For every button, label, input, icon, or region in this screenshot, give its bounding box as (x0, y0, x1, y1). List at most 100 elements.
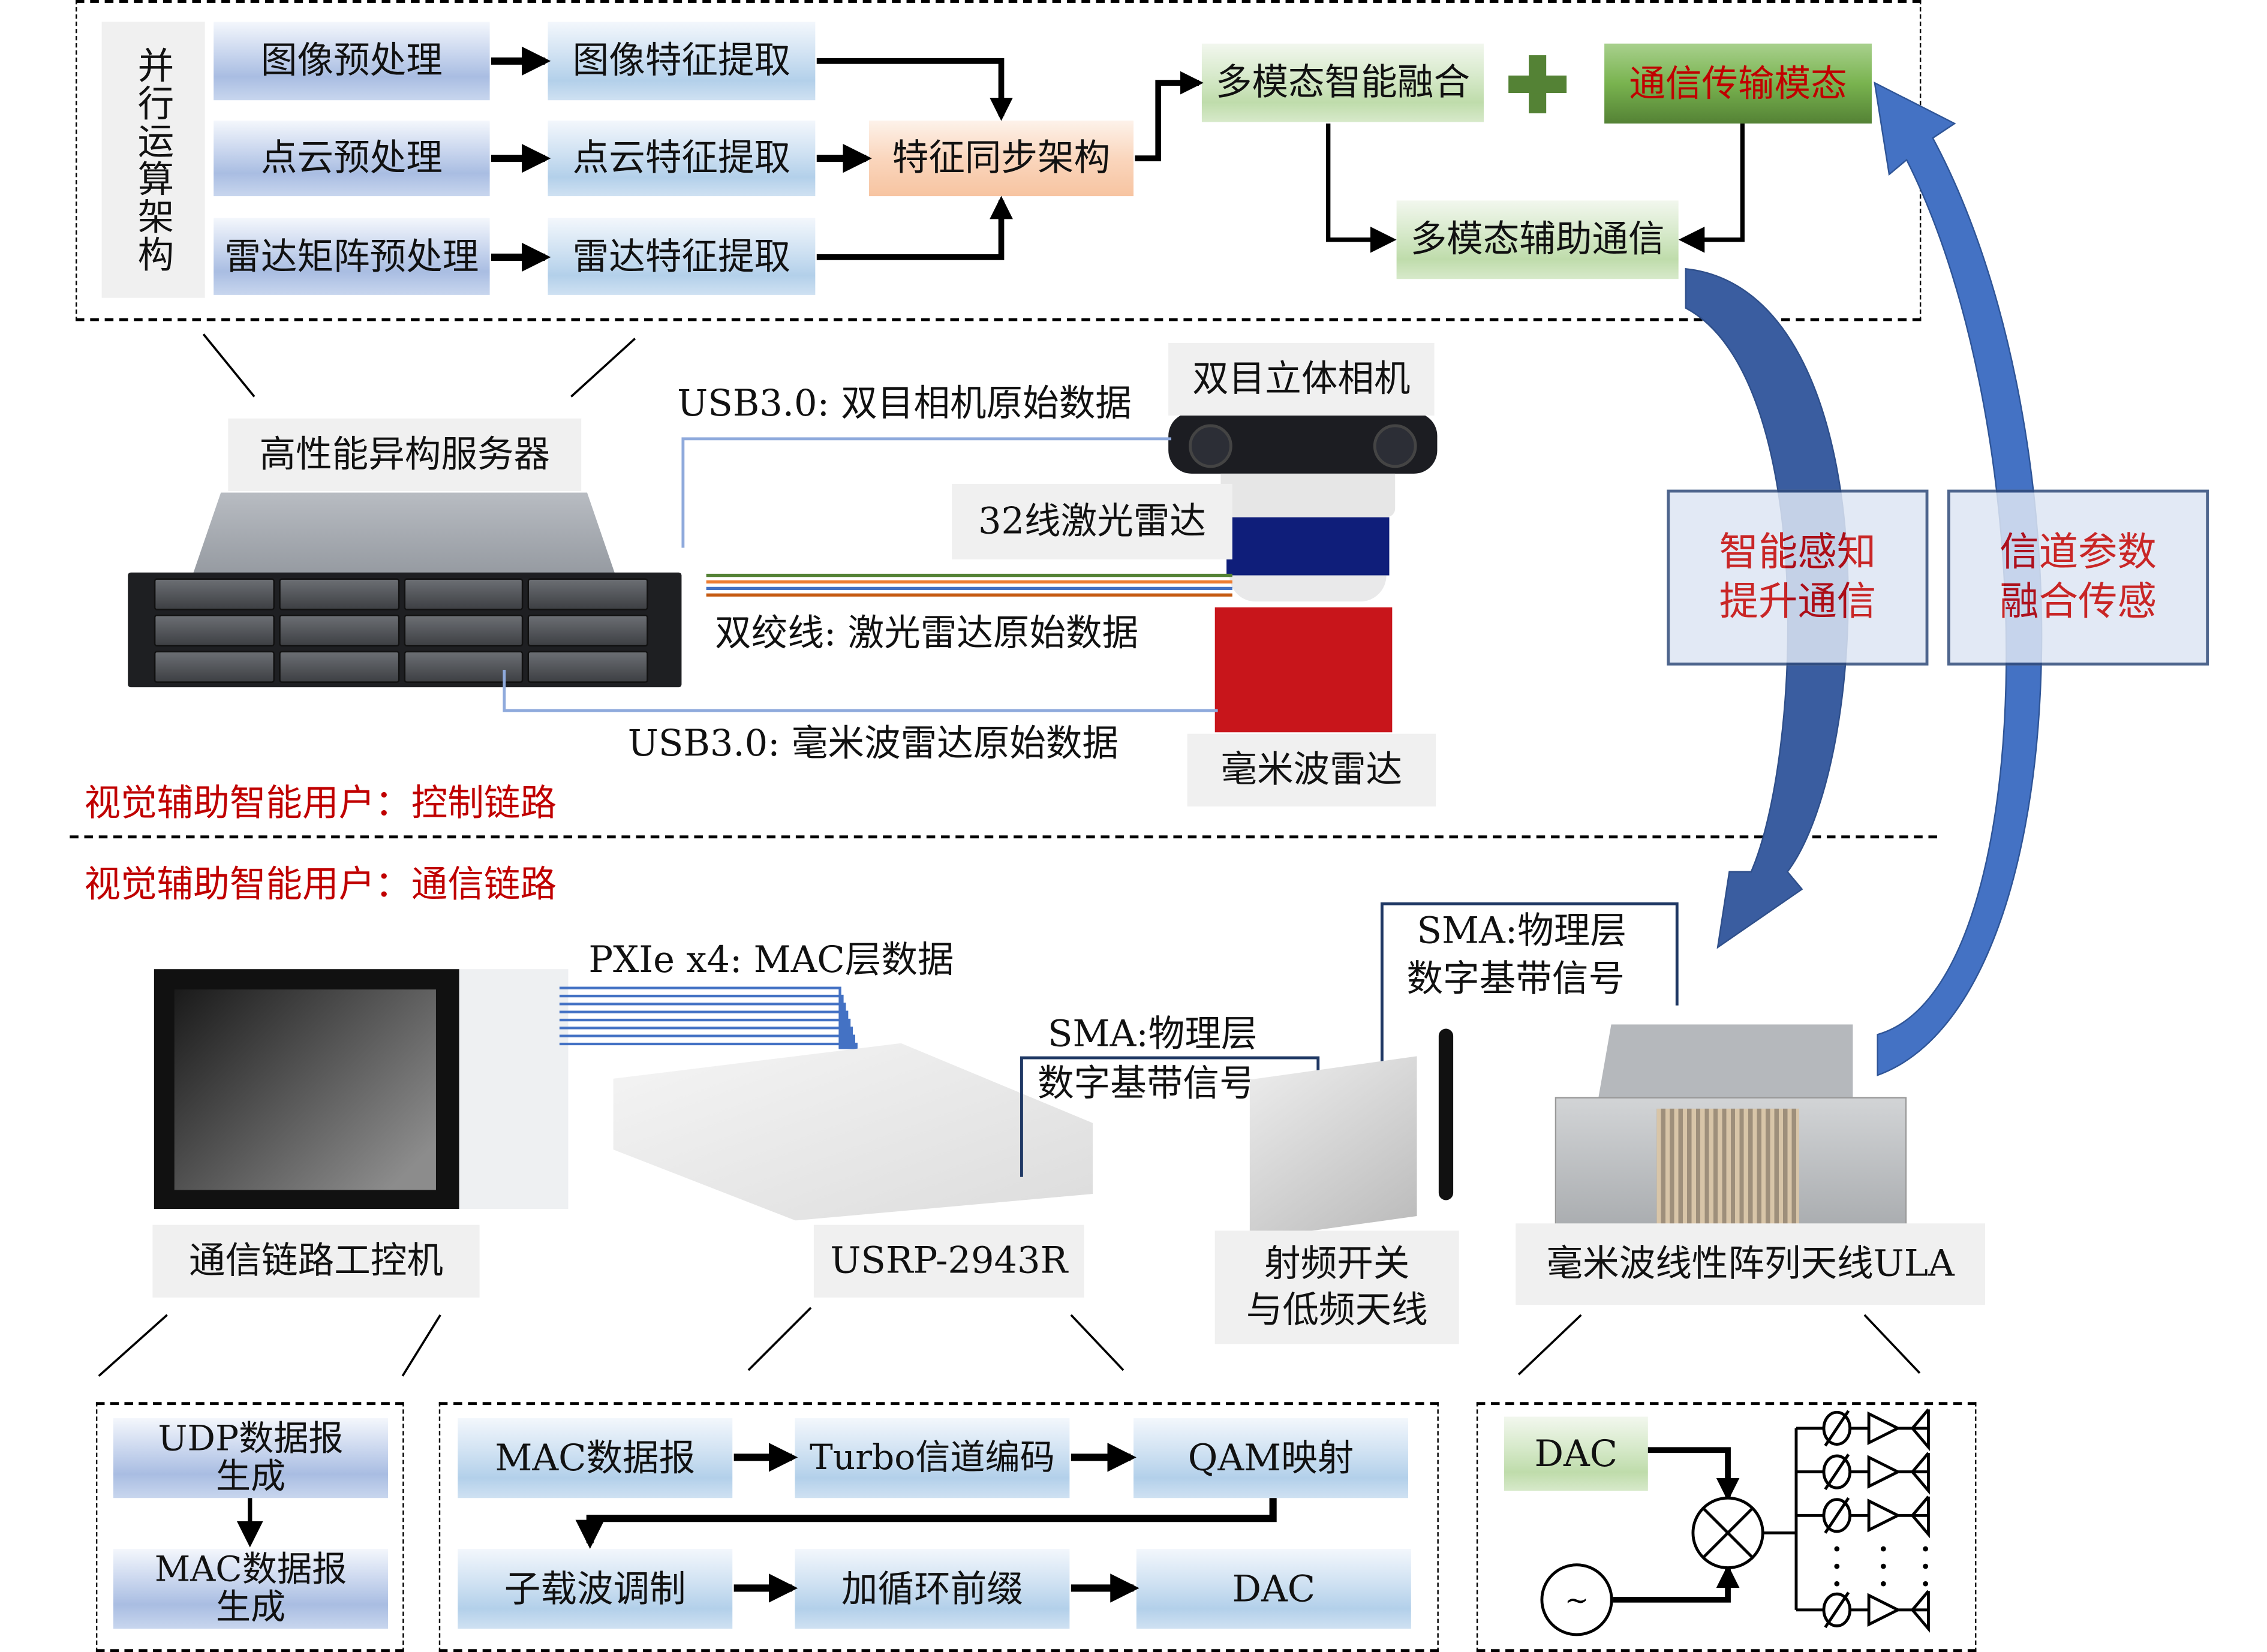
amplifier-icon (1867, 1455, 1901, 1489)
rf-chain (1796, 1408, 1930, 1452)
ellipsis-dot (1923, 1546, 1928, 1552)
arrow (1678, 123, 1745, 253)
mac-datagram-gen-box: MAC数据报 生成 (113, 1549, 388, 1629)
antenna-icon (1910, 1590, 1930, 1633)
mac-datagram-box: MAC数据报 (458, 1418, 733, 1498)
usrp-dac-box: DAC (1136, 1549, 1411, 1629)
assisted-comm-box: 多模态辅助通信 (1396, 200, 1679, 279)
qam-mapping-box: QAM映射 (1134, 1418, 1408, 1498)
radar-matrix-preprocess-box: 雷达矩阵预处理 (214, 218, 490, 295)
perception-to-comm-arrow (1685, 267, 1849, 949)
arrow (816, 58, 1013, 121)
sma-link-1-line2: 数字基带信号 (1038, 1062, 1256, 1105)
ellipsis-dot (1880, 1563, 1886, 1569)
ellipsis-dot (1834, 1563, 1840, 1569)
perception-improves-comm-box: 智能感知 提升通信 (1667, 489, 1929, 666)
antenna-icon (1910, 1408, 1930, 1452)
rf-switch-label-line2: 与低频天线 (1246, 1289, 1428, 1331)
amplifier-icon (1867, 1498, 1901, 1533)
ellipsis-dot (1923, 1581, 1928, 1587)
mmwave-radar-image (1214, 607, 1393, 733)
drive-bay (154, 614, 275, 647)
drive-bay (528, 614, 648, 647)
ula-label: 毫米波线性阵列天线ULA (1516, 1223, 1985, 1305)
usrp-label: USRP-2943R (813, 1224, 1084, 1298)
image-feature-box: 图像特征提取 (548, 22, 816, 101)
plus-icon (1508, 55, 1567, 114)
drive-bay (528, 578, 648, 610)
lidar-link-label: 双绞线: 激光雷达原始数据 (715, 612, 1139, 654)
arrow (1135, 71, 1204, 161)
oscillator-icon (1540, 1563, 1613, 1636)
pxie-cable-lane (559, 1027, 853, 1049)
pxie-cable-lane (559, 1003, 846, 1049)
subcarrier-mod-box: 子载波调制 (458, 1549, 733, 1629)
stereo-camera-image (1168, 413, 1438, 474)
arrow (1326, 123, 1397, 253)
ipc-label: 通信链路工控机 (152, 1224, 480, 1298)
sma-link-2-line1: SMA:物理层 (1417, 909, 1626, 952)
ula-dac-box: DAC (1504, 1416, 1648, 1491)
antenna-icon (1910, 1495, 1930, 1539)
pointcloud-preprocess-box: 点云预处理 (214, 121, 490, 197)
lidar-image (1220, 473, 1396, 602)
pxie-link-label: PXIe x4: MAC层数据 (588, 938, 954, 981)
drive-bay (403, 578, 524, 610)
rf-chain (1796, 1495, 1930, 1539)
multimodal-fusion-box: 多模态智能融合 (1201, 43, 1484, 122)
rf-chain (1796, 1452, 1930, 1495)
channel-fused-sensing-box: 信道参数 融合传感 (1947, 489, 2209, 666)
channel-to-sensing-arrow (1874, 81, 2043, 1076)
ellipsis-dot (1880, 1581, 1886, 1587)
feature-sync-box: 特征同步架构 (869, 121, 1134, 197)
rf-switch-label: 射频开关 与低频天线 (1214, 1230, 1459, 1344)
oscillator-symbol: ~ (1565, 1584, 1589, 1617)
comm-link-title: 视觉辅助智能用户：通信链路 (84, 863, 557, 905)
drive-bay (403, 614, 524, 647)
rf-switch-label-line1: 射频开关 (1264, 1241, 1410, 1284)
arrow (816, 195, 1013, 260)
lidar-label: 32线激光雷达 (952, 483, 1232, 559)
udp-datagram-box: UDP数据报 生成 (113, 1418, 388, 1498)
section-divider (70, 835, 1937, 839)
pxie-cable-lane (559, 1018, 851, 1049)
camera-label: 双目立体相机 (1168, 342, 1435, 416)
ellipsis-dot (1880, 1546, 1886, 1552)
turbo-coding-box: Turbo信道编码 (795, 1418, 1070, 1498)
comm-mode-box: 通信传输模态 (1604, 43, 1872, 124)
image-preprocess-box: 图像预处理 (214, 22, 490, 101)
amplifier-icon (1867, 1593, 1901, 1627)
drive-bay (528, 651, 648, 683)
ellipsis-dot (1834, 1546, 1840, 1552)
radar-feature-box: 雷达特征提取 (548, 218, 816, 295)
camera-link-label: USB3.0: 双目相机原始数据 (677, 382, 1132, 425)
ula-antenna-image (1555, 1024, 1907, 1231)
server-image (128, 492, 682, 688)
server-label: 高性能异构服务器 (228, 418, 582, 492)
antenna-icon (1910, 1452, 1930, 1495)
pxie-cable-lane (559, 1042, 858, 1049)
sma-link-2-line2: 数字基带信号 (1406, 957, 1625, 1000)
pointcloud-feature-box: 点云特征提取 (548, 121, 816, 197)
amplifier-icon (1867, 1411, 1901, 1446)
sma-link-1-line1: SMA:物理层 (1048, 1012, 1258, 1055)
drive-bay (154, 578, 275, 610)
usrp-image (613, 1043, 1093, 1221)
mmwave-radar-label: 毫米波雷达 (1187, 733, 1436, 807)
ellipsis-dot (1923, 1563, 1928, 1569)
drive-bay (278, 578, 399, 610)
parallel-arch-label: 并行运算架构 (101, 22, 205, 298)
cyclic-prefix-box: 加循环前缀 (795, 1549, 1070, 1629)
drive-bay (278, 614, 399, 647)
industrial-pc-image (154, 969, 569, 1209)
radar-link-label: USB3.0: 毫米波雷达原始数据 (627, 722, 1119, 765)
drive-bay (278, 651, 399, 683)
pxie-cable-lane (559, 994, 844, 1049)
